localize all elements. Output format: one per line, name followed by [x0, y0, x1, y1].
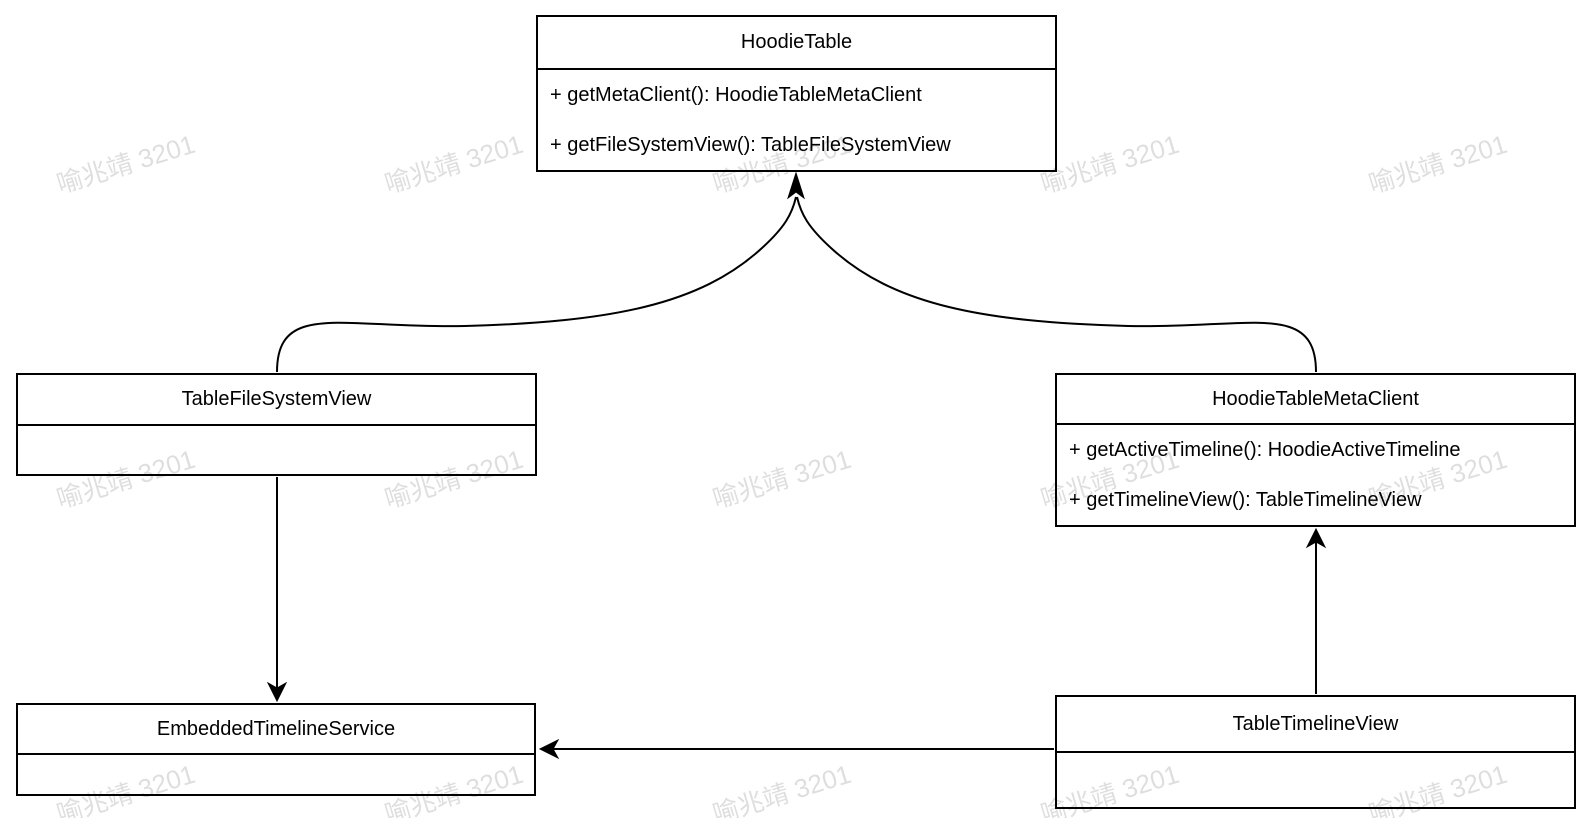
watermark-text: 喻兆靖 3201 — [381, 128, 527, 200]
arrowhead-down-embeddedtimelineservice — [266, 681, 288, 703]
watermark-text: 喻兆靖 3201 — [709, 758, 855, 818]
class-title-embeddedtimelineservice: EmbeddedTimelineService — [18, 705, 534, 755]
class-methods-section: + getActiveTimeline(): HoodieActiveTimel… — [1057, 425, 1574, 525]
class-box-hoodietablemetaclient: HoodieTableMetaClient + getActiveTimelin… — [1055, 373, 1576, 527]
method-getmetaclient: + getMetaClient(): HoodieTableMetaClient — [550, 83, 922, 106]
arrowhead-up-hoodietablemetaclient — [1305, 527, 1327, 549]
class-title-tabletimelineview: TableTimelineView — [1057, 697, 1574, 753]
class-methods-section-empty — [1057, 753, 1574, 807]
method-getactivetimeline: + getActiveTimeline(): HoodieActiveTimel… — [1069, 438, 1461, 461]
class-methods-section-empty — [18, 426, 535, 474]
class-title-hoodietablemetaclient: HoodieTableMetaClient — [1057, 375, 1574, 425]
class-box-hoodietable: HoodieTable + getMetaClient(): HoodieTab… — [536, 15, 1057, 172]
class-box-embeddedtimelineservice: EmbeddedTimelineService — [16, 703, 536, 796]
arrowhead-left-embeddedtimelineservice — [538, 738, 560, 760]
class-box-tabletimelineview: TableTimelineView — [1055, 695, 1576, 809]
class-title-tablefilesystemview: TableFileSystemView — [18, 375, 535, 426]
edge-tablefilesystemview-to-hoodietable — [276, 196, 797, 373]
watermark-text: 喻兆靖 3201 — [53, 128, 199, 200]
arrowhead-up-hoodietable — [787, 171, 805, 200]
class-box-tablefilesystemview: TableFileSystemView — [16, 373, 537, 476]
class-title-hoodietable: HoodieTable — [538, 17, 1055, 70]
watermark-text: 喻兆靖 3201 — [709, 443, 855, 515]
class-methods-section: + getMetaClient(): HoodieTableMetaClient… — [538, 70, 1055, 170]
edge-hoodietablemetaclient-to-hoodietable — [796, 196, 1317, 373]
method-getfilesystemview: + getFileSystemView(): TableFileSystemVi… — [550, 133, 951, 156]
watermark-text: 喻兆靖 3201 — [1365, 128, 1511, 200]
watermark-text: 喻兆靖 3201 — [1037, 128, 1183, 200]
class-methods-section-empty — [18, 755, 534, 794]
method-gettimelineview: + getTimelineView(): TableTimelineView — [1069, 488, 1422, 511]
